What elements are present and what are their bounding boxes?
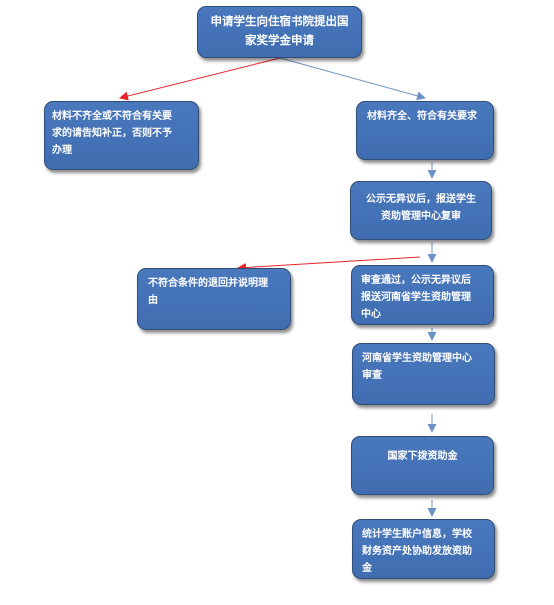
node-disburse-line-1: 国家下拨资助金 [387,451,458,462]
node-stats-line-3: 金 [362,563,372,574]
arrow-publicize-to-rejected [237,256,421,273]
node-province-review-line-2: 审查 [362,370,382,381]
node-review-pass-line-2: 报送河南省学生资助管理 [361,292,471,303]
node-apply: 申请学生向住宿书院提出国 家奖学金申请 [197,6,362,58]
node-complete-line-1: 材料齐全、符合有关要求 [367,111,477,122]
node-publicize-line-1: 公示无异议后，报送学生 [366,194,476,205]
node-stats-line-2: 财务资产处协助发放资助 [362,546,472,557]
arrow-apply-to-complete [279,57,426,101]
node-incomplete-line-1: 材料不齐全或不符合有关要 [52,111,172,122]
node-stats: 统计学生账户信息，学校 财务资产处协助发放资助 金 [352,519,495,579]
node-province-review: 河南省学生资助管理中心 审查 [352,343,495,405]
node-publicize-line-2: 资助管理中心复审 [381,211,461,222]
node-province-review-line-1: 河南省学生资助管理中心 [362,353,472,364]
node-incomplete-line-2: 求的请告知补正，否则不予 [52,128,172,139]
node-apply-line-2: 家奖学金申请 [245,33,314,47]
node-publicize: 公示无异议后，报送学生 资助管理中心复审 [350,181,492,240]
node-rejected-line-1: 不符合条件的退回并说明理 [148,278,268,289]
node-stats-line-1: 统计学生账户信息，学校 [362,529,472,540]
node-review-pass-line-1: 审查通过，公示无异议后 [361,275,471,286]
node-complete: 材料齐全、符合有关要求 [356,101,494,160]
node-rejected-line-2: 由 [148,295,158,306]
node-disburse: 国家下拨资助金 [351,436,494,495]
node-apply-line-1: 申请学生向住宿书院提出国 [210,14,349,28]
node-review-pass: 审查通过，公示无异议后 报送河南省学生资助管理 中心 [351,265,494,325]
node-rejected: 不符合条件的退回并说明理 由 [137,268,291,330]
arrow-apply-to-incomplete [119,57,281,101]
node-incomplete: 材料不齐全或不符合有关要 求的请告知补正，否则不予 办理 [44,101,199,170]
node-incomplete-line-3: 办理 [52,145,72,156]
node-review-pass-line-3: 中心 [361,309,381,320]
